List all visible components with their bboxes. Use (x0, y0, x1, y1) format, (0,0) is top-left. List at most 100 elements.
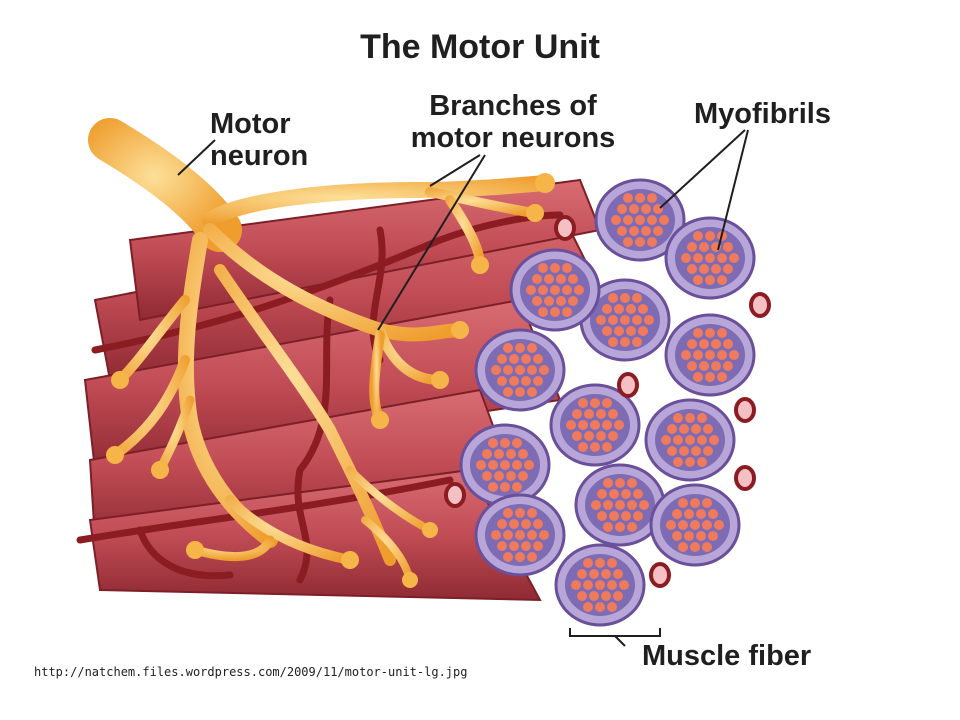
myofibril-dot (723, 361, 733, 371)
myofibril-dot (653, 226, 663, 236)
myofibril-dot (644, 315, 654, 325)
myofibril-dot (697, 413, 707, 423)
myofibril-dot (702, 498, 712, 508)
capillary-section (734, 397, 756, 423)
myofibril-dot (568, 274, 578, 284)
myofibril-dot (596, 409, 606, 419)
myofibril-dot (681, 253, 691, 263)
myofibril-dot (635, 237, 645, 247)
branches-pointer-1 (429, 154, 481, 187)
myofibril-dot (693, 328, 703, 338)
myofibril-dot (527, 387, 537, 397)
myofibril-dot (635, 215, 645, 225)
myofibril-dot (589, 591, 599, 601)
myofibril-dot (623, 237, 633, 247)
myofibril-dot (590, 398, 600, 408)
myofibril-dot (629, 226, 639, 236)
myofibril-dot (705, 372, 715, 382)
myofibril-dot (602, 304, 612, 314)
myofibril-dot (627, 500, 637, 510)
myofibril-dot (614, 326, 624, 336)
myofibril-dot (566, 420, 576, 430)
myofibril-dot (509, 541, 519, 551)
myofibril-dot (673, 413, 683, 423)
myofibril-dot (509, 376, 519, 386)
myofibril-dot (614, 420, 624, 430)
myofibril-dot (608, 315, 618, 325)
myofibril-dot (571, 580, 581, 590)
myofibril-dot (633, 511, 643, 521)
myofibril-dot (572, 409, 582, 419)
myofibril-dot (647, 215, 657, 225)
myofibril-dot (697, 457, 707, 467)
myofibril-dot (626, 326, 636, 336)
capillary-section (554, 215, 576, 241)
myofibril-dot (521, 354, 531, 364)
myofibril-dot (597, 511, 607, 521)
myofibril-dot (699, 264, 709, 274)
myofibril-dot (488, 482, 498, 492)
myofibril-dot (620, 293, 630, 303)
myofibril-dot (562, 263, 572, 273)
myofibrils-pointer-2 (717, 129, 749, 251)
myofibrils-pointer-1 (659, 129, 746, 209)
myofibril-dot (615, 500, 625, 510)
myofibril-dot (608, 293, 618, 303)
myofibril-dot (667, 446, 677, 456)
myofibril-dot (521, 519, 531, 529)
myofibril-dot (544, 296, 554, 306)
myofibril-dot (591, 500, 601, 510)
myofibril-dot (623, 193, 633, 203)
myofibril-dot (515, 552, 525, 562)
myofibril-dot (590, 420, 600, 430)
myofibril-dot (617, 226, 627, 236)
myofibril-dot (526, 285, 536, 295)
myofibril-dot (611, 215, 621, 225)
myofibril-dot (615, 522, 625, 532)
myofibril-dot (696, 509, 706, 519)
myofibril-dot (699, 361, 709, 371)
myofibril-dot (687, 339, 697, 349)
label-motor-neuron-line1: Motor (210, 108, 291, 140)
myofibril-dot (621, 489, 631, 499)
myofibril-dot (617, 204, 627, 214)
myofibril-dot (482, 449, 492, 459)
myofibril-dot (539, 530, 549, 540)
myofibril-dot (673, 457, 683, 467)
myofibril-dot (562, 285, 572, 295)
myofibril-dot (597, 489, 607, 499)
myofibril-dot (607, 602, 617, 612)
myofibril-dot (633, 489, 643, 499)
myofibril-dot (699, 339, 709, 349)
myofibril-dot (693, 231, 703, 241)
myofibril-dot (515, 530, 525, 540)
myofibril-dot (589, 569, 599, 579)
myofibril-dot (687, 264, 697, 274)
myofibril-dot (702, 542, 712, 552)
myofibril-dot (578, 398, 588, 408)
myofibril-dot (494, 449, 504, 459)
myofibril-dot (574, 285, 584, 295)
capillary-section (749, 292, 771, 318)
myofibril-dot (690, 498, 700, 508)
myofibril-dot (711, 339, 721, 349)
myofibril-dot (647, 237, 657, 247)
myofibril-dot (717, 328, 727, 338)
branches-pointer-2 (377, 154, 486, 331)
myofibril-dot (709, 435, 719, 445)
myofibril-dot (503, 343, 513, 353)
myofibril-dot (601, 569, 611, 579)
myofibril-dot (596, 431, 606, 441)
myofibril-dot (491, 365, 501, 375)
myofibril-dot (524, 460, 534, 470)
myofibril-dot (684, 531, 694, 541)
pointer-lines (177, 129, 749, 647)
myofibril-dot (527, 552, 537, 562)
myofibril-dot (627, 478, 637, 488)
myofibril-dot (572, 431, 582, 441)
myofibril-dot (497, 354, 507, 364)
myofibril-dot (681, 350, 691, 360)
myofibril-dot (515, 508, 525, 518)
myofibril-dot (583, 602, 593, 612)
myofibril-dot (620, 337, 630, 347)
